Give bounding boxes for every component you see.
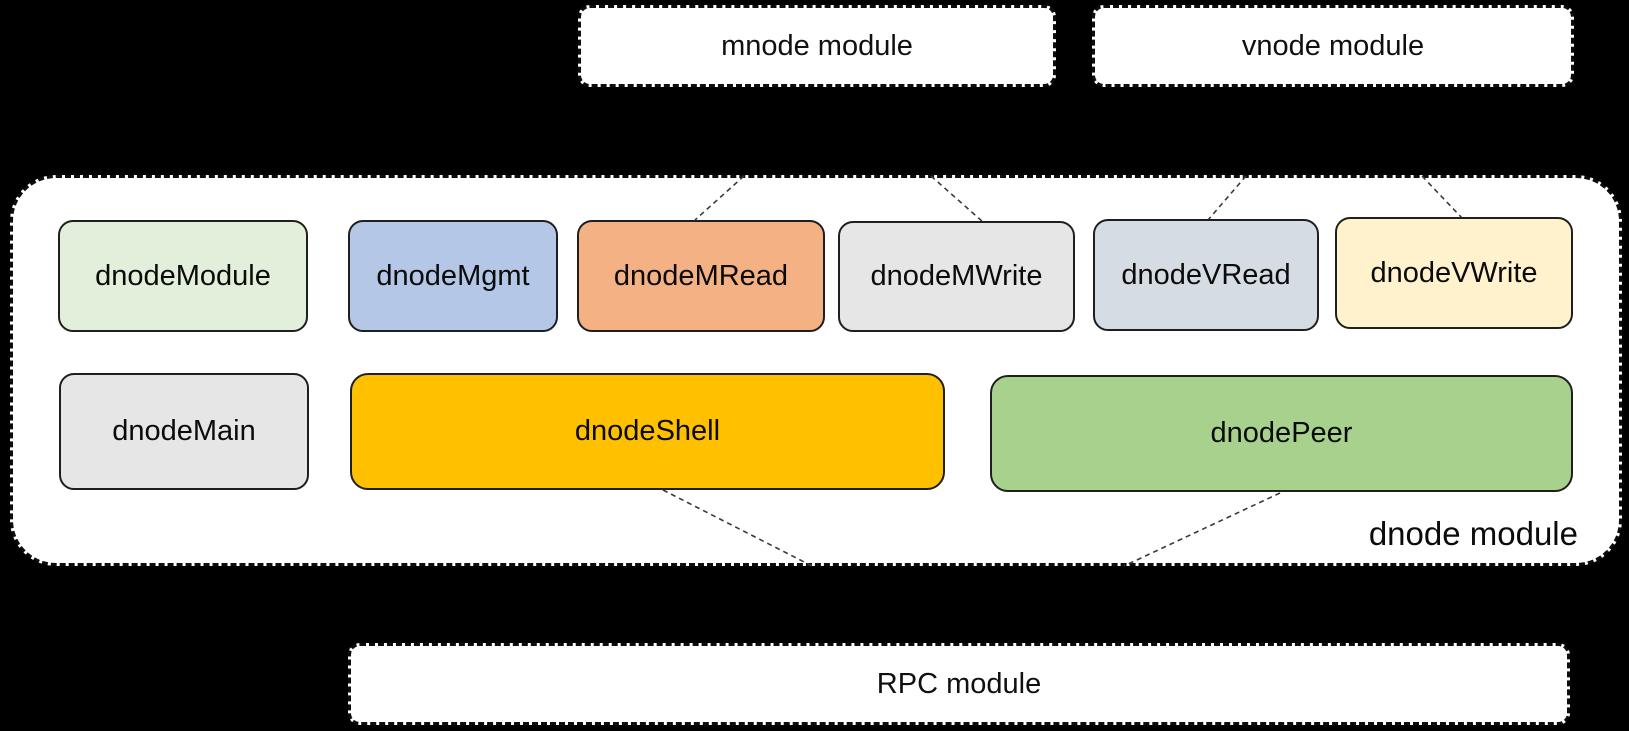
component-label: dnodeMRead (613, 259, 789, 292)
vnode-module-box: vnode module (1092, 5, 1574, 87)
rpc-module-label: RPC module (876, 667, 1042, 700)
component-box-dnodeshell: dnodeShell (350, 373, 945, 490)
component-label: dnodeShell (574, 415, 721, 447)
component-box-dnodepeer: dnodePeer (990, 375, 1573, 492)
rpc-module-box: RPC module (348, 643, 1570, 725)
component-label: dnodeVWrite (1370, 256, 1538, 289)
component-label: dnodePeer (1210, 417, 1353, 449)
component-box-dnodemwrite: dnodeMWrite (838, 221, 1075, 332)
component-label: dnodeVRead (1121, 258, 1291, 291)
component-box-dnodevread: dnodeVRead (1093, 219, 1319, 331)
component-label: dnodeModule (95, 259, 271, 292)
component-box-dnodemodule: dnodeModule (58, 220, 308, 332)
component-label: dnodeMain (112, 415, 256, 447)
component-label: dnodeMgmt (376, 259, 530, 292)
component-label: dnodeMWrite (870, 260, 1043, 292)
dnode-module-label: dnode module (1368, 515, 1578, 552)
component-box-dnodemread: dnodeMRead (577, 220, 825, 332)
mnode-module-label: mnode module (721, 29, 913, 62)
component-box-dnodemgmt: dnodeMgmt (348, 220, 558, 332)
vnode-module-label: vnode module (1241, 29, 1425, 62)
mnode-module-box: mnode module (578, 5, 1056, 87)
component-box-dnodevwrite: dnodeVWrite (1335, 217, 1573, 329)
component-box-dnodemain: dnodeMain (59, 373, 309, 490)
